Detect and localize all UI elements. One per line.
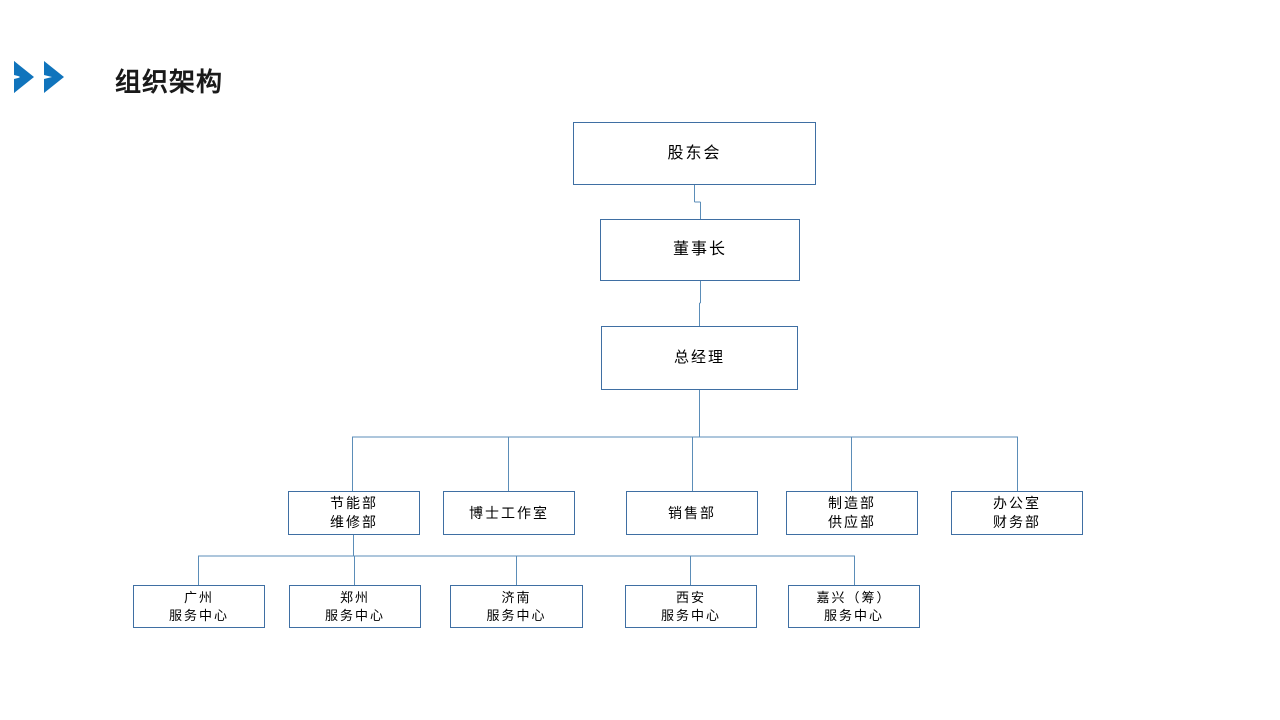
- org-node-zhengzhou-center[interactable]: 郑州 服务中心: [289, 585, 421, 628]
- org-node-label-line2: 服务中心: [168, 607, 229, 623]
- org-node-label: 博士工作室: [469, 504, 549, 521]
- double-chevron-right-icon: [12, 57, 92, 97]
- org-node-label-line1: 嘉兴（筹）: [816, 589, 892, 605]
- chevron-right-icon-1: [12, 57, 52, 97]
- org-node-label: 股东会: [667, 144, 722, 162]
- org-node-chairman[interactable]: 董事长: [600, 219, 800, 281]
- org-node-office-finance[interactable]: 办公室 财务部: [951, 491, 1083, 535]
- org-node-label-line1: 办公室: [993, 495, 1041, 512]
- chevron-right-icon-2: [42, 57, 82, 97]
- org-node-shareholders[interactable]: 股东会: [573, 122, 816, 185]
- org-node-label: 董事长: [672, 241, 727, 259]
- org-node-manufacturing-supply[interactable]: 制造部 供应部: [786, 491, 918, 535]
- org-node-doctoral-studio[interactable]: 博士工作室: [443, 491, 575, 535]
- org-node-label-line1: 西安: [675, 589, 706, 605]
- org-node-guangzhou-center[interactable]: 广州 服务中心: [133, 585, 265, 628]
- org-node-label-line2: 供应部: [828, 514, 876, 530]
- org-node-label-line2: 财务部: [993, 514, 1041, 530]
- org-node-general-manager[interactable]: 总经理: [601, 326, 798, 390]
- org-node-xian-center[interactable]: 西安 服务中心: [625, 585, 757, 628]
- org-node-label-line1: 制造部: [828, 495, 876, 512]
- org-node-label-line2: 服务中心: [486, 607, 547, 623]
- org-node-label-line2: 服务中心: [823, 607, 884, 623]
- org-node-label-line1: 节能部: [330, 495, 378, 512]
- org-node-label: 销售部: [668, 504, 716, 521]
- org-node-label-line2: 维修部: [330, 514, 378, 530]
- org-node-sales[interactable]: 销售部: [626, 491, 758, 535]
- page-title: 组织架构: [115, 67, 224, 97]
- org-node-label-line2: 服务中心: [660, 607, 721, 623]
- slide-header: 组织架构: [0, 0, 1280, 130]
- org-node-label-line1: 济南: [501, 589, 532, 605]
- org-node-jinan-center[interactable]: 济南 服务中心: [450, 585, 583, 628]
- org-node-jiaxing-center[interactable]: 嘉兴（筹） 服务中心: [788, 585, 920, 628]
- org-node-label-line1: 广州: [183, 589, 214, 605]
- org-node-label-line2: 服务中心: [324, 607, 385, 623]
- org-node-label-line1: 郑州: [339, 589, 370, 605]
- org-node-energy-maintenance[interactable]: 节能部 维修部: [288, 491, 420, 535]
- org-node-label: 总经理: [673, 348, 725, 366]
